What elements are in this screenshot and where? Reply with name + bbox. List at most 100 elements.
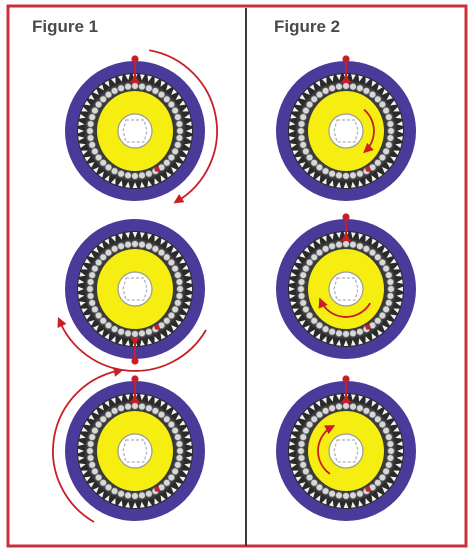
gear-tooth: [371, 80, 377, 87]
gear-tooth: [185, 279, 192, 284]
roller: [86, 134, 95, 142]
gear-tooth: [328, 180, 334, 187]
outer-arrowhead: [112, 367, 124, 377]
roller: [378, 420, 387, 429]
roller: [157, 248, 166, 257]
roller: [328, 84, 336, 92]
rotation-arrows: [149, 49, 218, 204]
gear-tooth: [315, 80, 321, 87]
gear-tooth: [179, 420, 186, 426]
gear-tooth: [84, 100, 91, 106]
gear-tooth: [184, 143, 191, 149]
roller: [387, 127, 395, 135]
roller: [163, 415, 171, 424]
rotation-arrows: [318, 297, 371, 318]
gear-tooth: [304, 247, 310, 253]
roller: [378, 311, 387, 320]
position-marker: [130, 337, 140, 365]
gear-tooth: [295, 100, 302, 106]
roller: [384, 141, 393, 149]
side-marker: [154, 166, 160, 172]
gear-tooth: [147, 75, 153, 82]
marker-tip: [341, 395, 351, 403]
gear-tooth: [175, 320, 182, 326]
roller: [176, 127, 184, 135]
gear-tooth: [182, 308, 189, 313]
side-marker: [365, 324, 371, 330]
gear-tooth: [111, 77, 116, 84]
outer-arrowhead: [57, 317, 67, 328]
roller: [335, 82, 343, 91]
roller: [138, 329, 146, 338]
gear-tooth: [179, 100, 186, 106]
gear-tooth: [175, 94, 182, 100]
gear-tooth: [289, 286, 295, 292]
gear-tooth: [104, 238, 110, 245]
roller: [117, 242, 125, 251]
roller: [305, 311, 314, 320]
gear-teeth: [289, 394, 403, 508]
gear-tooth: [336, 501, 341, 508]
gear-tooth: [377, 404, 383, 411]
roller: [321, 167, 330, 175]
roller: [99, 478, 107, 487]
marker-dot: [131, 55, 139, 63]
roller: [167, 153, 176, 162]
roller: [387, 447, 395, 455]
marker-dot: [342, 375, 350, 383]
gear-tooth: [382, 325, 388, 331]
roller: [305, 473, 314, 482]
gear-tooth: [147, 395, 153, 402]
gear-teeth: [78, 232, 192, 346]
gear-tooth: [81, 107, 88, 112]
gear-tooth: [125, 394, 130, 401]
roller: [315, 163, 324, 172]
gear-tooth: [98, 242, 104, 249]
gear-tooth: [154, 397, 159, 404]
roller: [94, 258, 103, 267]
gear-tooth: [309, 329, 315, 336]
roller: [315, 321, 324, 330]
gear-tooth: [166, 242, 172, 249]
roller: [104, 248, 113, 257]
gear-tooth: [393, 150, 400, 155]
gear-tooth: [171, 89, 177, 95]
gear-tooth: [111, 498, 116, 505]
roller: [138, 402, 146, 411]
gear-tooth: [328, 500, 334, 507]
roller: [302, 426, 310, 435]
roller: [86, 447, 94, 455]
roller: [368, 90, 377, 99]
roller: [362, 407, 371, 415]
roller: [91, 305, 99, 314]
roller: [384, 271, 393, 279]
gear-tooth: [93, 409, 99, 415]
hub-spline: [333, 439, 359, 463]
roller: [124, 402, 132, 411]
gear-tooth: [140, 339, 145, 346]
roller: [175, 454, 184, 462]
outer-rotation-arrow: [52, 369, 121, 523]
roller: [386, 292, 395, 300]
roller: [356, 327, 364, 336]
gear-tooth: [290, 271, 297, 277]
roller: [310, 316, 319, 325]
gear-tooth: [315, 175, 321, 182]
gear-tooth: [386, 482, 393, 488]
hub-spline: [333, 119, 359, 143]
gear-tooth: [117, 180, 123, 187]
roller: [167, 473, 176, 482]
gear-tooth: [147, 338, 153, 345]
gear-tooth: [182, 107, 189, 112]
gear-tooth: [365, 498, 370, 505]
marker-dot: [131, 357, 139, 365]
gear-tooth: [351, 339, 356, 346]
gear-tooth: [98, 84, 104, 91]
gear-tooth: [179, 156, 186, 162]
roller: [387, 285, 395, 293]
roller: [88, 113, 96, 121]
gear-tooth: [184, 301, 191, 307]
hub: [117, 113, 153, 149]
gear-tooth: [386, 414, 393, 420]
roller: [91, 264, 99, 273]
